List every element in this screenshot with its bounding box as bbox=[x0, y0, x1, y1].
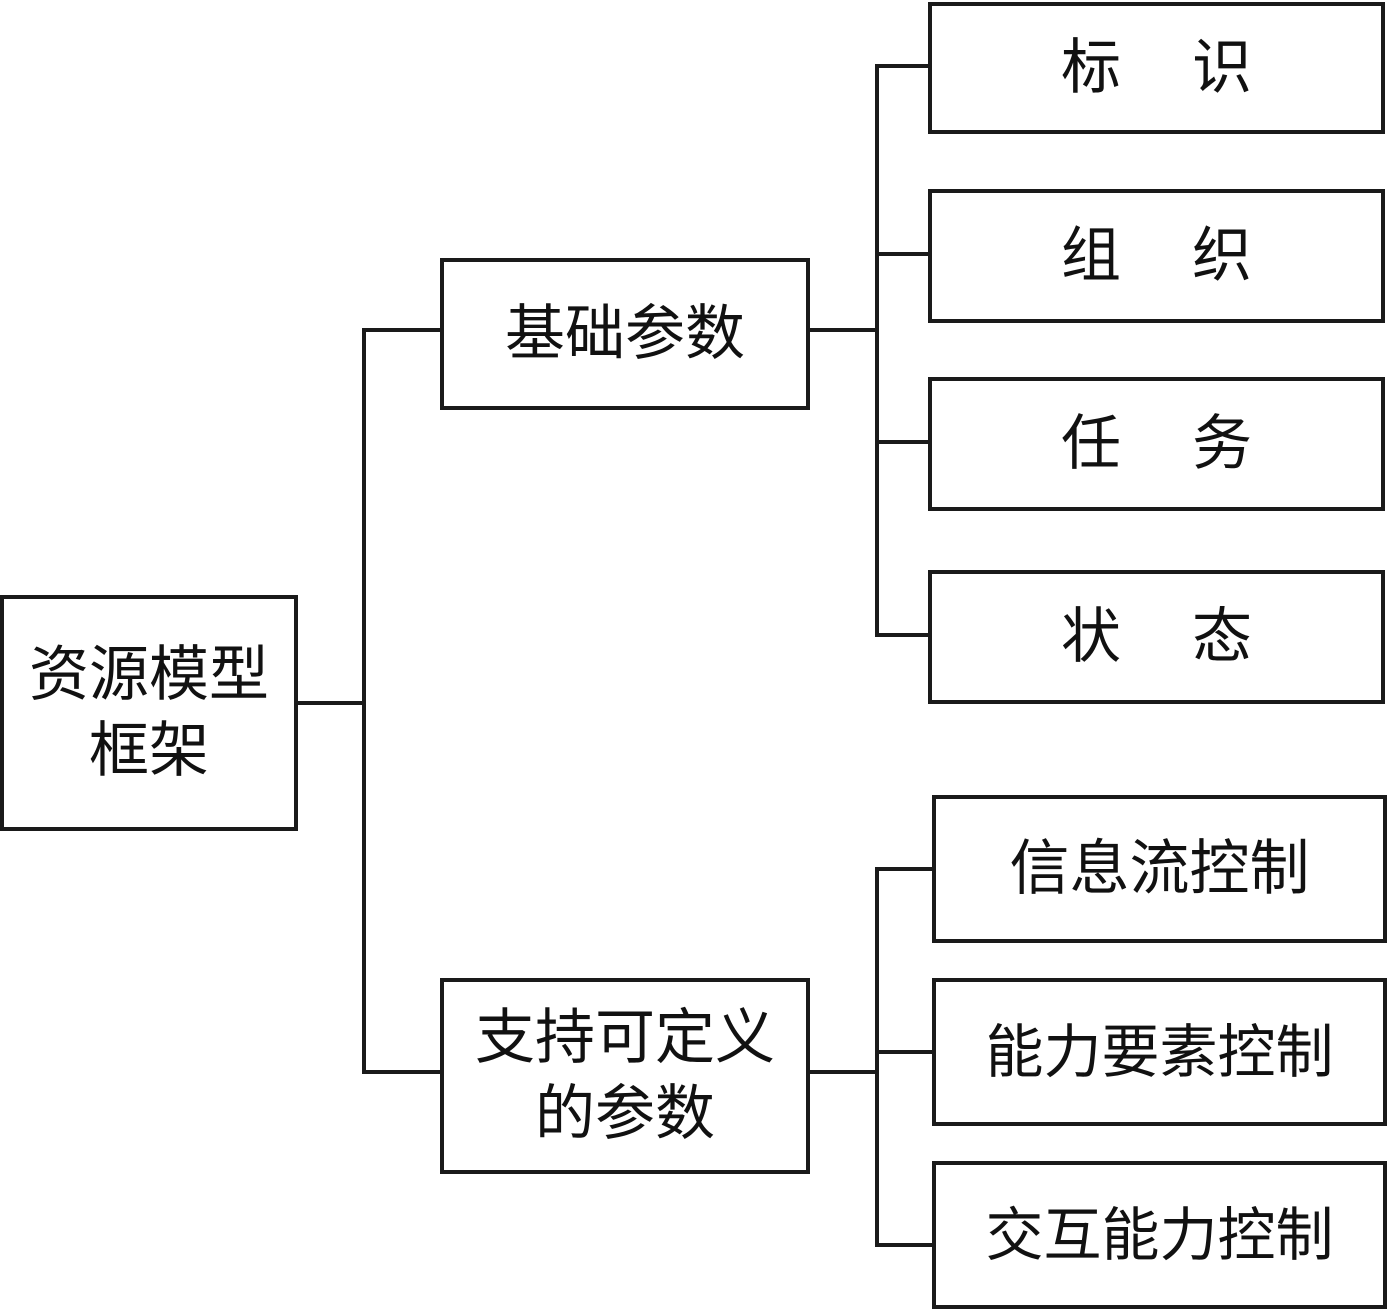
connector-to-info-flow bbox=[875, 867, 935, 871]
leaf-organization: 组 织 bbox=[928, 189, 1385, 323]
root-label-line2: 框架 bbox=[89, 716, 209, 786]
connector-to-definable-params bbox=[362, 1070, 442, 1074]
leaf-interaction-capability-control-label: 交互能力控制 bbox=[985, 1201, 1334, 1269]
root-label-line1: 资源模型 bbox=[29, 640, 269, 710]
basic-params-label: 基础参数 bbox=[505, 299, 745, 369]
connector-to-organization bbox=[875, 252, 930, 256]
connector-to-identifier bbox=[875, 64, 930, 68]
leaf-task: 任 务 bbox=[928, 377, 1385, 511]
basic-params-node: 基础参数 bbox=[440, 258, 810, 410]
leaf-status: 状 态 bbox=[928, 570, 1385, 704]
leaf-identifier-label: 标 识 bbox=[1060, 33, 1279, 103]
leaf-info-flow-control-label: 信息流控制 bbox=[1009, 834, 1310, 904]
connector-basic-params-trunk bbox=[875, 64, 879, 637]
root-node: 资源模型 框架 bbox=[0, 595, 298, 831]
root-label: 资源模型 框架 bbox=[29, 637, 269, 789]
definable-params-label-line1: 支持可定义 bbox=[475, 1003, 775, 1073]
leaf-capability-element-control: 能力要素控制 bbox=[932, 978, 1387, 1126]
leaf-interaction-capability-control: 交互能力控制 bbox=[932, 1161, 1387, 1309]
connector-to-task bbox=[875, 440, 930, 444]
definable-params-node: 支持可定义 的参数 bbox=[440, 978, 810, 1174]
connector-definable-params-stub bbox=[808, 1070, 878, 1074]
connector-to-capability-element bbox=[875, 1050, 935, 1054]
connector-basic-params-stub bbox=[808, 328, 878, 332]
connector-to-interaction-capability bbox=[875, 1243, 935, 1247]
connector-definable-params-trunk bbox=[875, 867, 879, 1247]
connector-root-stub bbox=[296, 701, 364, 705]
leaf-status-label: 状 态 bbox=[1060, 602, 1279, 672]
leaf-info-flow-control: 信息流控制 bbox=[932, 795, 1387, 943]
definable-params-label: 支持可定义 的参数 bbox=[475, 1000, 775, 1152]
definable-params-label-line2: 的参数 bbox=[535, 1079, 715, 1149]
connector-to-basic-params bbox=[362, 328, 442, 332]
connector-to-status bbox=[875, 633, 930, 637]
leaf-task-label: 任 务 bbox=[1060, 409, 1279, 479]
leaf-identifier: 标 识 bbox=[928, 2, 1385, 134]
leaf-capability-element-control-label: 能力要素控制 bbox=[985, 1018, 1334, 1086]
connector-root-trunk bbox=[362, 328, 366, 1074]
leaf-organization-label: 组 织 bbox=[1060, 221, 1279, 291]
